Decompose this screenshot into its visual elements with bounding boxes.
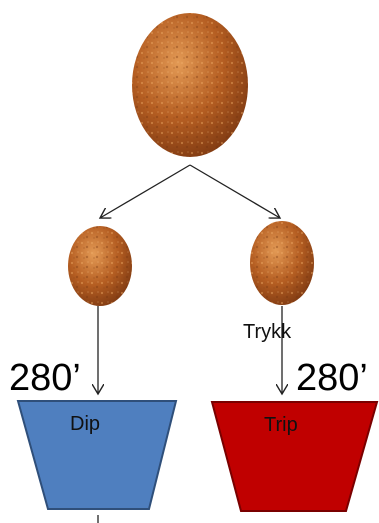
left-temperature-label: 280’: [9, 357, 81, 399]
split-arrow-left: [100, 164, 191, 218]
right-small-ball: [250, 221, 314, 305]
large-ball: [132, 13, 248, 157]
trip-container: Trip: [210, 401, 379, 512]
pressure-label: Trykk: [243, 321, 292, 343]
left-small-ball: [68, 226, 132, 306]
dip-container: Dip: [16, 400, 178, 510]
split-arrow-right: [189, 164, 280, 218]
trip-label: Trip: [264, 414, 298, 436]
right-temperature-label: 280’: [296, 357, 368, 399]
dip-label: Dip: [70, 413, 100, 435]
